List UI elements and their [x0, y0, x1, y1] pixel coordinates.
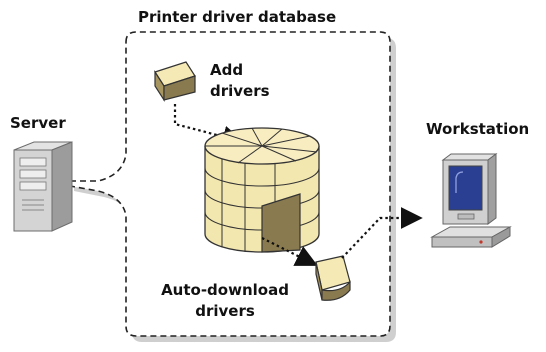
- add-driver-wedge-icon: [154, 61, 196, 103]
- workstation-icon: [430, 153, 512, 248]
- download-driver-wedge-icon: [315, 255, 351, 301]
- auto-download-label-line1: Auto-download: [161, 281, 289, 299]
- driver-database-icon: [204, 127, 320, 253]
- auto-download-label-line2: drivers: [195, 302, 255, 320]
- add-drivers-label-line2: drivers: [210, 82, 270, 100]
- add-drivers-arrow: [173, 104, 245, 148]
- workstation-label: Workstation: [426, 120, 530, 138]
- add-drivers-label-line1: Add: [210, 61, 244, 79]
- diagram-title: Printer driver database: [138, 8, 337, 26]
- server-label: Server: [10, 114, 66, 132]
- download-to-workstation-arrow: [341, 207, 423, 259]
- server-icon: [13, 141, 73, 232]
- download-out-arrow: [261, 237, 318, 266]
